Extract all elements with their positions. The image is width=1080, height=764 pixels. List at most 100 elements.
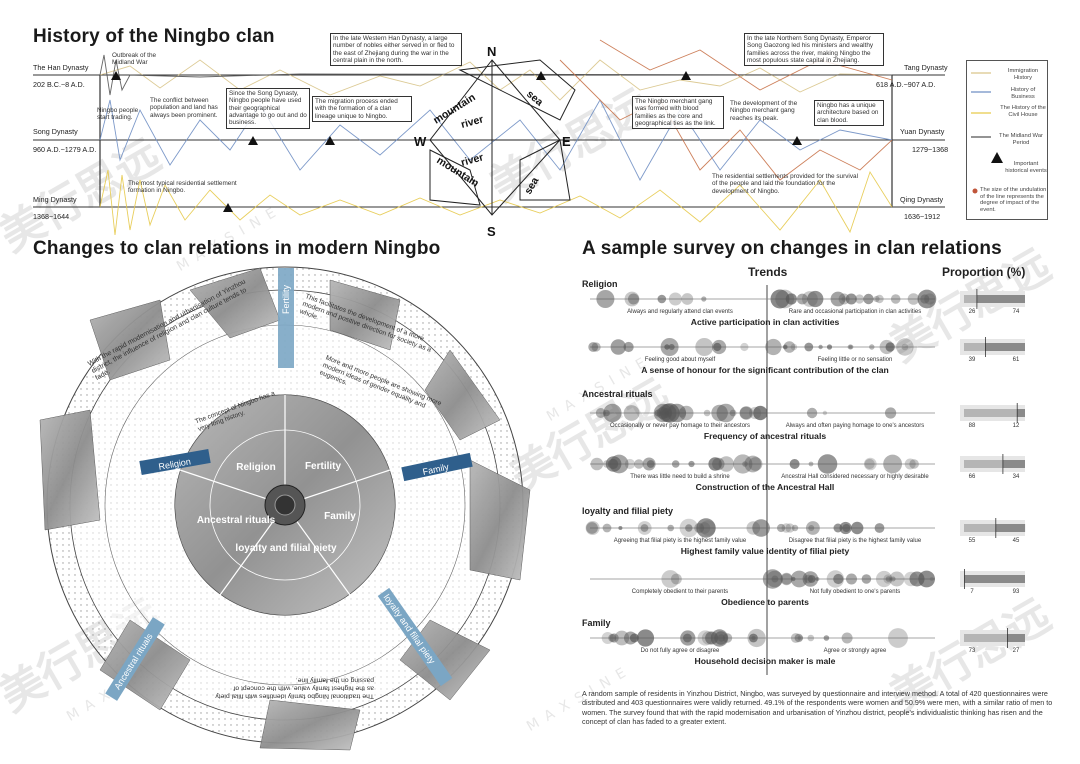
trend-bubble — [818, 344, 823, 350]
trend-bubble — [749, 406, 762, 420]
trend-bubble — [782, 344, 788, 350]
trend-bubble — [789, 459, 800, 469]
dynasty-tang-name: Tang Dynasty — [904, 63, 948, 72]
annotation-residential-typical: The most typical residential settlement … — [128, 180, 237, 195]
trend-bubble — [681, 293, 694, 305]
trend-bubble — [785, 293, 797, 305]
trend-bubble — [863, 293, 874, 305]
trend-bubble — [885, 407, 897, 419]
proportion-value-2: 74 — [1012, 309, 1020, 315]
trend-bubble — [609, 633, 619, 643]
trend-bubble — [873, 295, 880, 303]
trend-left-caption: Occasionally or never pay homage to thei… — [609, 423, 751, 429]
trend-bubble — [904, 458, 916, 470]
trend-bubble — [807, 290, 824, 308]
legend-business: History of Business — [1010, 87, 1036, 100]
trend-bubble — [775, 289, 795, 309]
trend-bubble — [864, 458, 875, 470]
dynasty-qing-name: Qing Dynasty — [900, 195, 944, 204]
survey-item-title: Obedience to parents — [721, 597, 809, 607]
trend-bubble — [642, 457, 656, 471]
trend-bubble — [608, 634, 617, 642]
dynasty-han-name: The Han Dynasty — [33, 63, 89, 72]
trend-bubble — [790, 570, 808, 588]
dynasty-yuan-years: 1279~1368 — [912, 145, 949, 154]
trend-right-caption: Rare and occasional participation in cla… — [788, 309, 922, 315]
trend-bubble — [671, 573, 682, 585]
sector-loyalty: loyalty and filial piety — [235, 543, 337, 554]
proportion-bar-p1 — [964, 460, 1003, 468]
proportion-bar-p2 — [964, 575, 1025, 583]
trend-bubble — [851, 521, 864, 535]
trend-left-caption: Do not fully agree or disagree — [640, 648, 720, 654]
proportion-value-2: 34 — [1012, 474, 1020, 480]
history-title: History of the Ningbo clan — [33, 26, 275, 47]
trend-bubble — [841, 632, 853, 644]
annotation-midland-war: Outbreak of the Midland War — [112, 52, 157, 67]
proportion-bar-p1 — [964, 295, 977, 303]
trend-bubble — [694, 523, 705, 533]
trend-bubble — [701, 631, 716, 645]
trend-bubble — [762, 569, 783, 589]
trend-bubble — [806, 521, 820, 535]
survey-item-title: Frequency of ancestral rituals — [703, 431, 827, 441]
trend-bubble — [696, 518, 716, 538]
trend-bubble — [653, 403, 673, 423]
trend-bubble — [661, 570, 680, 588]
clan-diagram: Fertility Religion Family Ancestral ritu… — [39, 266, 531, 751]
trend-bubble — [703, 409, 711, 417]
trend-bubble — [636, 629, 655, 647]
annotation-song-people: Since the Song Dynasty, Ningbo people ha… — [226, 88, 310, 129]
trend-bubble — [889, 571, 905, 587]
proportion-value-2: 12 — [1012, 423, 1020, 429]
trend-bubble — [790, 633, 801, 643]
trend-bubble — [688, 460, 695, 468]
clan-text-family-value: The traditional Ningbo family identifies… — [215, 676, 374, 700]
trend-bubble — [657, 294, 667, 304]
trend-bubble — [603, 409, 610, 417]
trend-bubble — [740, 342, 749, 352]
trend-bubble — [830, 291, 846, 307]
survey-footer: A random sample of residents in Yinzhou … — [582, 689, 1053, 727]
trend-bubble — [679, 405, 694, 421]
trend-bubble — [782, 344, 788, 350]
trend-bubble — [602, 523, 612, 533]
dynasty-qing-years: 1636~1912 — [904, 212, 941, 221]
trend-bubble — [875, 294, 884, 304]
trend-bubble — [781, 523, 792, 533]
proportion-bar-p2 — [1007, 634, 1025, 642]
trend-bubble — [585, 521, 600, 535]
trend-bubble — [903, 571, 919, 587]
annotation-western-han: In the late Western Han Dynasty, a large… — [330, 33, 462, 67]
compass-river: river — [460, 113, 485, 130]
dynasty-song-name: Song Dynasty — [33, 127, 78, 136]
proportion-value-2: 93 — [1012, 589, 1020, 595]
compass-w: W — [414, 134, 427, 149]
trend-left-caption: Feeling good about myself — [644, 357, 716, 363]
dynasty-song-years: 960 A.D.~1279 A.D. — [33, 145, 97, 154]
trend-bubble — [685, 524, 693, 532]
group-ancestral-rituals: Ancestral rituals — [582, 389, 653, 399]
trend-bubble — [797, 635, 803, 641]
trend-bubble — [729, 409, 737, 417]
legend-events: Important historical events — [1005, 161, 1047, 174]
proportion-bar-p1 — [964, 343, 986, 351]
trend-bubble — [770, 289, 790, 309]
trend-bubble — [640, 524, 649, 532]
survey-item-title: Highest family value identity of filial … — [680, 546, 850, 556]
trend-bubble — [614, 630, 630, 646]
proportion-bar-p1 — [964, 634, 1008, 642]
trend-bubble — [765, 338, 782, 356]
proportion-value-1: 26 — [968, 309, 976, 315]
trend-bubble — [601, 632, 614, 644]
proportion-bar-p2 — [1017, 409, 1025, 417]
trend-bubble — [890, 576, 896, 582]
trend-bubble — [890, 294, 901, 304]
trend-bubble — [712, 457, 725, 471]
survey-item-title: Construction of the Ancestral Hall — [695, 482, 835, 492]
trend-bubble — [780, 572, 793, 586]
proportion-value-2: 27 — [1012, 648, 1020, 654]
group-religion: Religion — [582, 279, 618, 289]
trend-bubble — [885, 342, 895, 352]
trend-bubble — [711, 404, 728, 422]
